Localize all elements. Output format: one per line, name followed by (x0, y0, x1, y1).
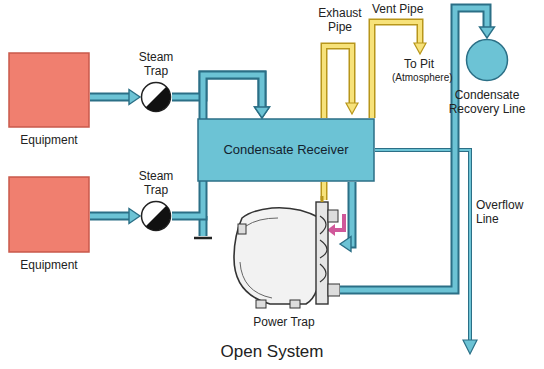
caption: Open System (0, 342, 544, 362)
pipe-connector (90, 90, 140, 105)
node-label: Steam Trap (126, 169, 186, 197)
arrowhead (480, 27, 495, 38)
receiver-box: Condensate Receiver (197, 118, 375, 182)
equipment-box: Equipment (8, 176, 90, 253)
pipe-connector (172, 75, 270, 118)
pipe-connector (90, 209, 140, 224)
recovery-line-symbol (465, 38, 509, 82)
exhaust-arrowhead (346, 103, 358, 114)
pipe-connector (340, 182, 352, 252)
pipe-line (172, 75, 262, 107)
equipment-shape (8, 52, 90, 128)
pipe-label: Overflow Line (476, 198, 538, 226)
power-trap-illustration (228, 196, 340, 310)
pipe-label: Exhaust Pipe (314, 6, 366, 34)
pipe-line (351, 182, 352, 244)
pipe-line (90, 95, 129, 100)
pipe-cap (194, 237, 212, 240)
pipe-line (90, 93, 129, 102)
node-label: Steam Trap (126, 50, 186, 78)
pipe-line (351, 182, 352, 244)
pipe-label: Vent Pipe (372, 2, 442, 16)
steam-trap: Steam Trap (140, 200, 172, 232)
steam-trap-symbol (140, 200, 172, 232)
arrowhead (340, 237, 351, 252)
node-label: Power Trap (253, 315, 314, 329)
node-label: Equipment (20, 258, 77, 272)
vent-arrowhead (414, 43, 426, 54)
equipment-box: Equipment (8, 52, 90, 128)
pipe-line (90, 214, 129, 219)
overflow-arrowhead (463, 340, 477, 354)
node-label: Equipment (20, 133, 77, 147)
pipe-label: (Atmosphere) (392, 71, 454, 85)
arrowhead (255, 107, 270, 118)
node-label: Condensate Receiver (205, 142, 367, 158)
steam-trap: Steam Trap (140, 81, 172, 113)
arrowhead (255, 107, 270, 118)
pipe-label: To Pit (404, 57, 454, 71)
pipe-line (172, 75, 262, 107)
equipment-shape (8, 176, 90, 253)
steam-trap-symbol (140, 81, 172, 113)
arrowhead (129, 90, 140, 105)
power-trap: Power Trap (228, 196, 340, 310)
pipe-line (90, 212, 129, 221)
recovery-line-circle: Condensate Recovery Line (465, 38, 509, 82)
arrowhead (129, 209, 140, 224)
node-label: Condensate Recovery Line (441, 88, 533, 116)
